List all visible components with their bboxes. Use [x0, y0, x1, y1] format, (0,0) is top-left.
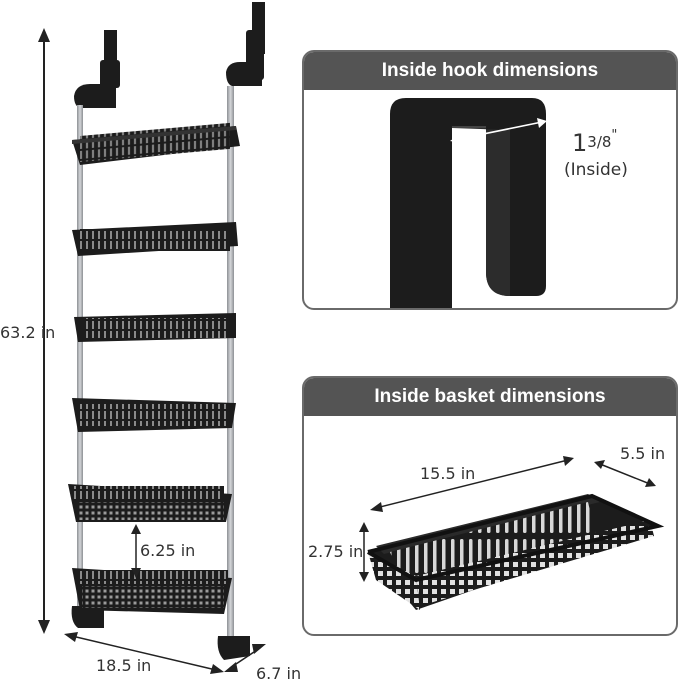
basket-panel-title: Inside basket dimensions — [304, 378, 676, 416]
foot-right — [217, 636, 250, 660]
basket-width-label: 5.5 in — [620, 444, 666, 463]
depth-label: 6.7 in — [256, 664, 302, 683]
spacing-label: 6.25 in — [140, 541, 196, 560]
basket-dimensions-panel: Inside basket dimensions — [302, 376, 678, 636]
hook-measure-fraction: 3/8 — [587, 133, 612, 151]
hook-measure-value: 13/8" — [572, 128, 617, 157]
spacing-dimension-arrow — [131, 524, 141, 578]
width-dimension-arrow — [64, 632, 224, 674]
basket-3 — [74, 313, 236, 342]
basket-2 — [72, 222, 238, 256]
hook-closeup-illustration — [390, 98, 547, 308]
hook-measure-unit: " — [611, 128, 618, 143]
door-hook-left — [74, 30, 120, 108]
hook-measure-note: (Inside) — [564, 160, 628, 180]
basket-4 — [72, 398, 236, 432]
hook-measure-whole: 1 — [572, 129, 588, 157]
basket-6 — [72, 568, 232, 614]
basket-closeup-illustration — [359, 456, 665, 610]
basket-1 — [72, 122, 240, 165]
width-label: 18.5 in — [96, 656, 152, 675]
hook-dimensions-panel: Inside hook dimensions 13/8" (Inside) — [302, 50, 678, 310]
height-dimension-arrow — [38, 28, 50, 634]
basket-length-label: 15.5 in — [420, 464, 476, 483]
height-label: 63.2 in — [0, 323, 56, 342]
depth-dimension-arrow — [224, 644, 266, 672]
door-hook-right — [226, 2, 265, 86]
organizer-illustration — [38, 2, 266, 674]
right-pole — [227, 86, 234, 641]
basket-height-label: 2.75 in — [308, 542, 364, 561]
hook-panel-title: Inside hook dimensions — [304, 52, 676, 90]
left-pole — [77, 105, 83, 610]
foot-left — [71, 606, 104, 628]
basket-5 — [68, 484, 232, 522]
